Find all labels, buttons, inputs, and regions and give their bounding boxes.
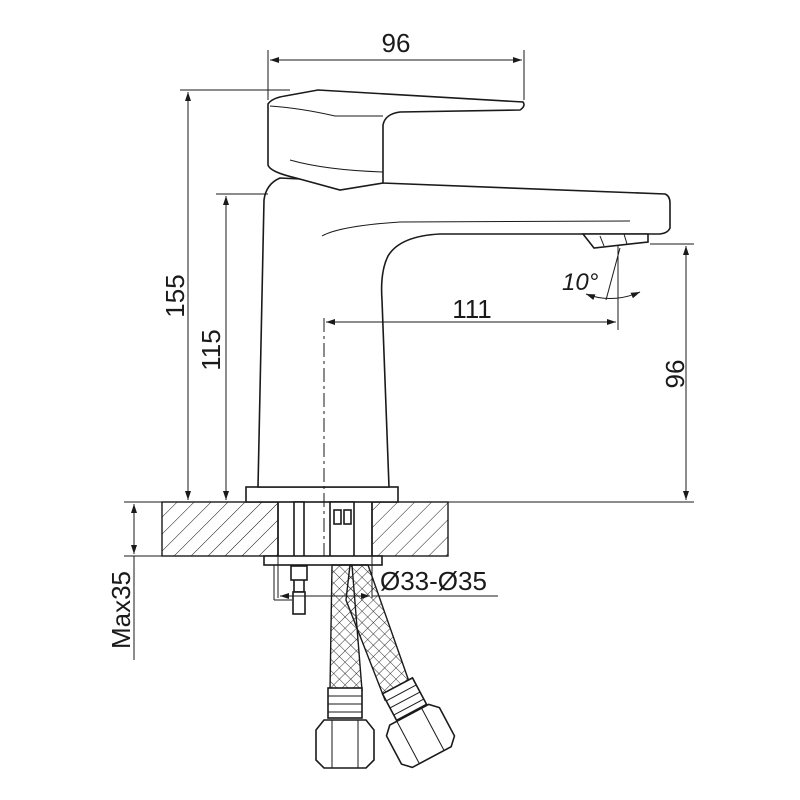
dim-handle-width: 96 [267, 28, 525, 100]
dim-max-thickness-label: Max35 [106, 571, 136, 649]
dim-outlet-height-label: 96 [660, 360, 690, 389]
dim-mounting-hole: Ø33-Ø35 [277, 556, 498, 599]
dim-total-height: 155 [160, 89, 290, 503]
dim-spray-angle: 10° [562, 246, 641, 301]
dim-spray-angle-label: 10° [562, 269, 599, 296]
dim-spout-height: 115 [196, 193, 268, 500]
dim-handle-width-label: 96 [382, 28, 411, 58]
dim-outlet-height: 96 [400, 243, 694, 503]
dim-spout-reach-label: 111 [452, 294, 492, 324]
dim-max-thickness: Max35 [106, 501, 162, 660]
faucet-body [245, 89, 671, 503]
countertop-section [161, 501, 449, 557]
mounting-hardware [263, 501, 383, 615]
dim-total-height-label: 155 [160, 274, 190, 317]
dim-spout-reach: 111 [326, 250, 619, 330]
dim-mounting-hole-label: Ø33-Ø35 [380, 566, 487, 596]
dim-spout-height-label: 115 [196, 329, 226, 370]
